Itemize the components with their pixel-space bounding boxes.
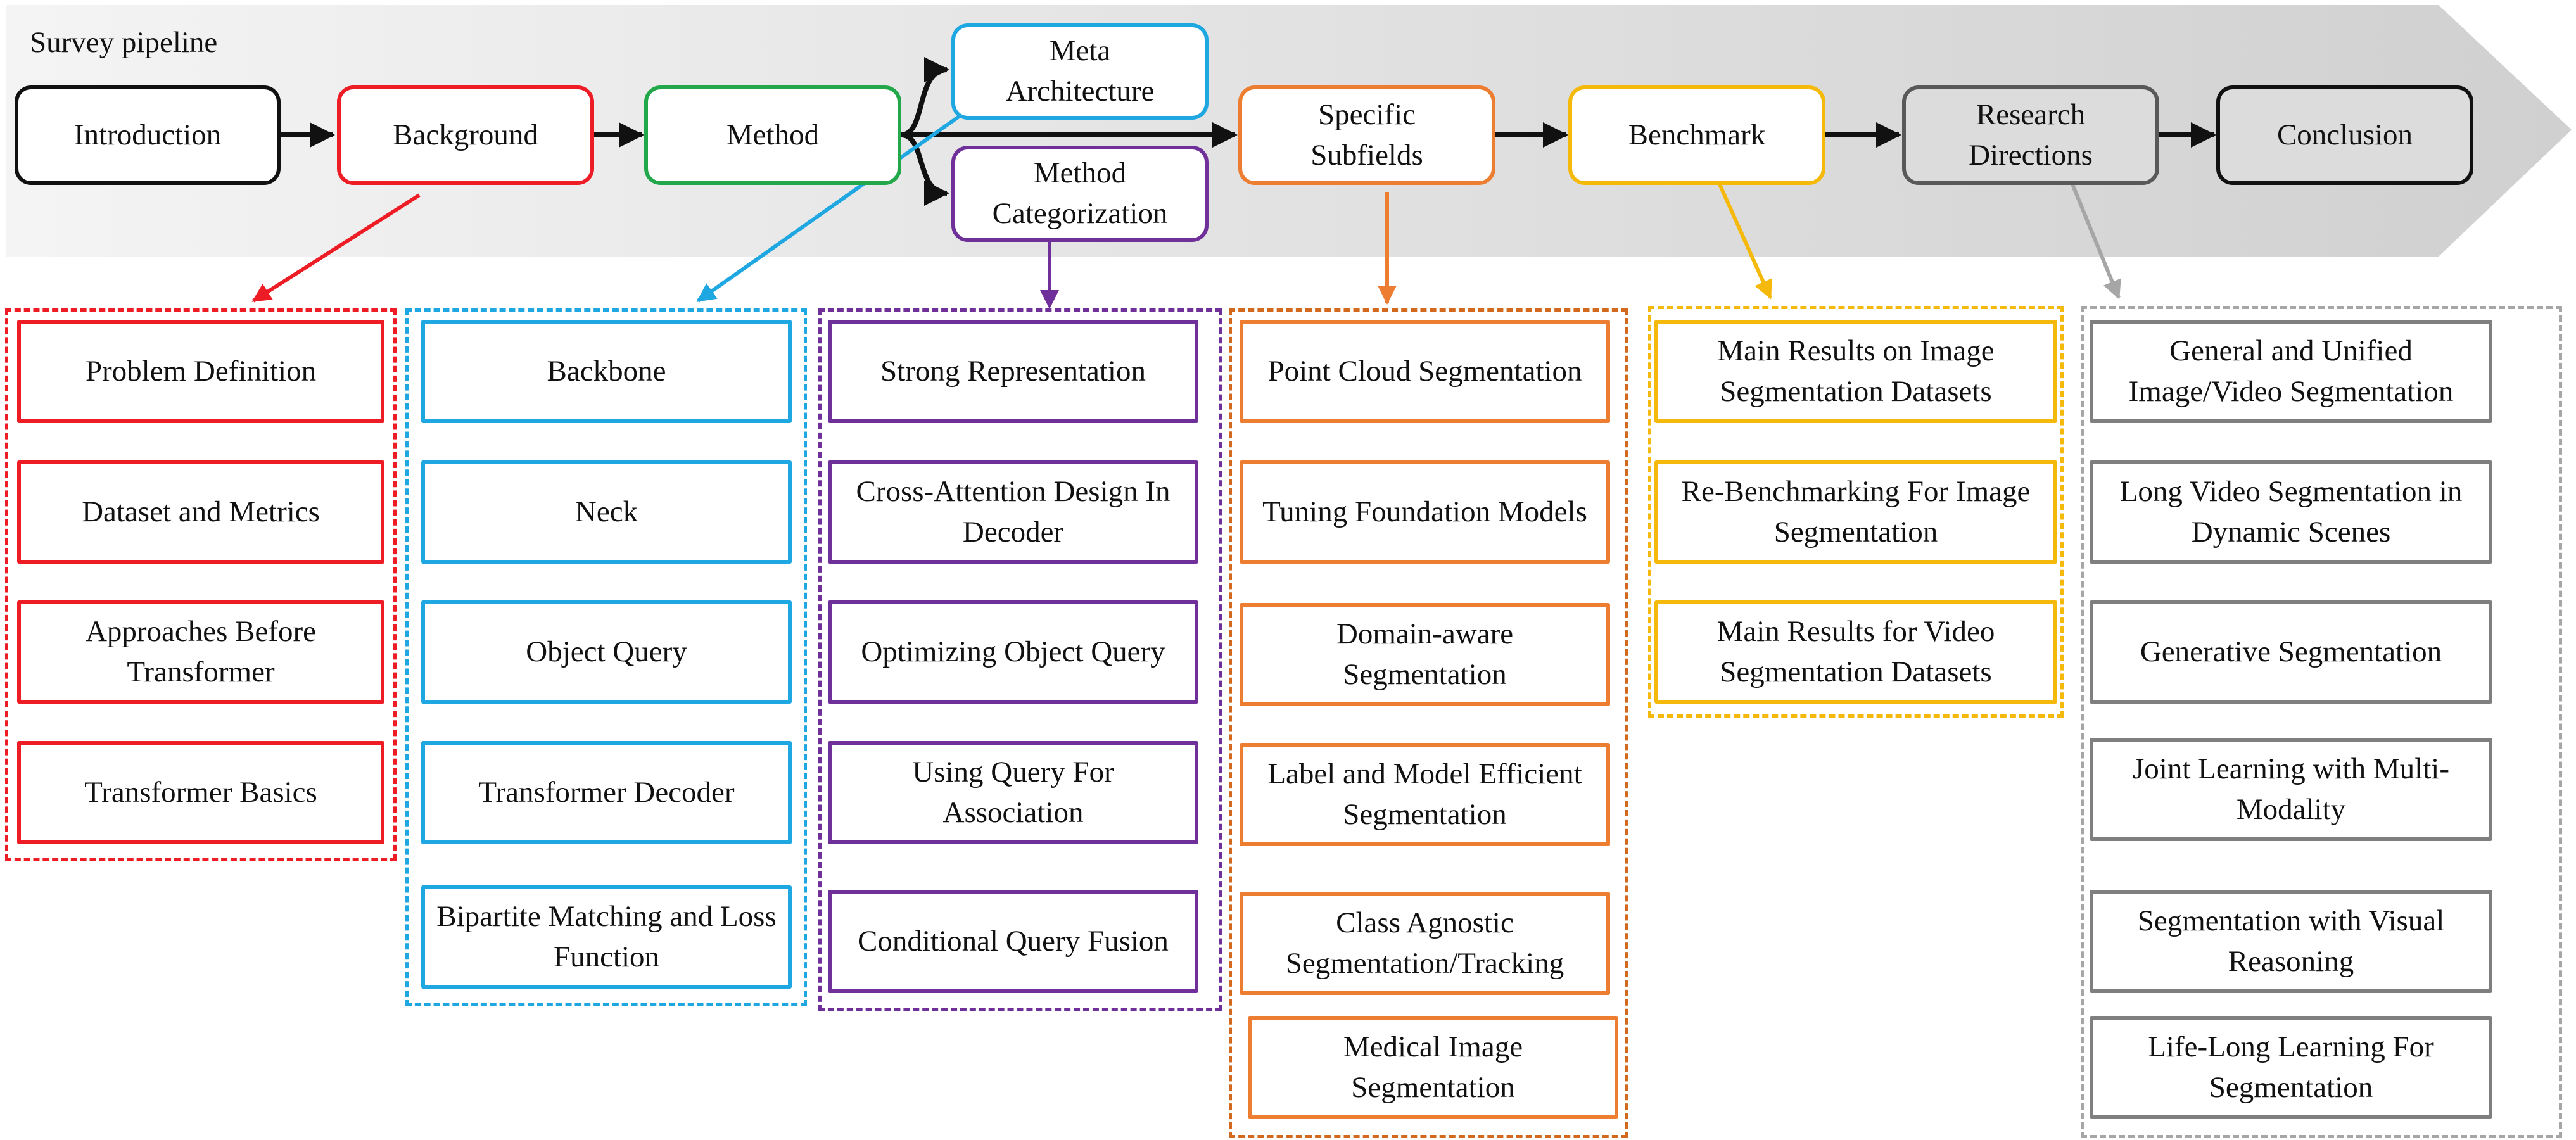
item-tuning-foundation-models: Tuning Foundation Models xyxy=(1240,460,1610,564)
group-research-directions xyxy=(2081,306,2562,1138)
node-conclusion: Conclusion xyxy=(2216,86,2473,185)
item-conditional-query-fusion: Conditional Query Fusion xyxy=(828,890,1198,993)
item-bipartite-matching: Bipartite Matching and Loss Function xyxy=(421,885,792,989)
item-general-unified-segmentation: General and Unified Image/Video Segmenta… xyxy=(2090,320,2492,423)
item-strong-representation: Strong Representation xyxy=(828,320,1198,423)
arrow-research-to-group xyxy=(2071,183,2121,300)
item-generative-segmentation: Generative Segmentation xyxy=(2090,600,2492,704)
arrow-method-to-meta xyxy=(901,57,949,137)
arrow-benchmark-to-group xyxy=(1718,183,1772,300)
group-specific-subfields xyxy=(1229,308,1628,1138)
item-class-agnostic-segmentation: Class Agnostic Segmentation/Tracking xyxy=(1240,892,1610,995)
item-domain-aware-segmentation: Domain-aware Segmentation xyxy=(1240,603,1610,706)
node-research-directions: Research Directions xyxy=(1902,86,2159,185)
node-specific-subfields: Specific Subfields xyxy=(1238,86,1495,185)
item-approaches-before-transformer: Approaches Before Transformer xyxy=(17,600,384,704)
item-optimizing-object-query: Optimizing Object Query xyxy=(828,600,1198,704)
item-re-benchmarking: Re-Benchmarking For Image Segmentation xyxy=(1654,460,2057,564)
item-transformer-basics: Transformer Basics xyxy=(17,741,384,844)
item-dataset-and-metrics: Dataset and Metrics xyxy=(17,460,384,564)
item-medical-image-segmentation: Medical Image Segmentation xyxy=(1248,1016,1618,1119)
item-using-query-for-association: Using Query For Association xyxy=(828,741,1198,844)
arrow-meta-to-group xyxy=(696,99,982,303)
item-main-results-image: Main Results on Image Segmentation Datas… xyxy=(1654,320,2057,423)
item-main-results-video: Main Results for Video Segmentation Data… xyxy=(1654,600,2057,704)
node-meta-architecture: Meta Architecture xyxy=(951,23,1209,120)
item-object-query: Object Query xyxy=(421,600,792,704)
item-long-video-segmentation: Long Video Segmentation in Dynamic Scene… xyxy=(2090,460,2492,564)
diagram-title: Survey pipeline xyxy=(30,26,218,59)
item-label-model-efficient-segmentation: Label and Model Efficient Segmentation xyxy=(1240,743,1610,846)
item-transformer-decoder: Transformer Decoder xyxy=(421,741,792,844)
group-background xyxy=(5,308,397,861)
item-segmentation-visual-reasoning: Segmentation with Visual Reasoning xyxy=(2090,890,2492,993)
group-meta-architecture xyxy=(405,308,807,1006)
item-backbone: Backbone xyxy=(421,320,792,423)
item-problem-definition: Problem Definition xyxy=(17,320,384,423)
group-benchmark xyxy=(1648,306,2064,718)
arrow-background-to-group xyxy=(251,193,421,303)
item-life-long-learning: Life-Long Learning For Segmentation xyxy=(2090,1016,2492,1119)
node-benchmark: Benchmark xyxy=(1568,86,1825,185)
item-joint-learning-multimodality: Joint Learning with Multi-Modality xyxy=(2090,738,2492,841)
node-introduction: Introduction xyxy=(15,86,281,185)
item-point-cloud-segmentation: Point Cloud Segmentation xyxy=(1240,320,1610,423)
item-neck: Neck xyxy=(421,460,792,564)
node-background: Background xyxy=(337,86,594,185)
group-method-categorization xyxy=(818,308,1222,1011)
node-method-categorization: Method Categorization xyxy=(951,146,1209,242)
item-cross-attention-design: Cross-Attention Design In Decoder xyxy=(828,460,1198,564)
node-method: Method xyxy=(644,86,901,185)
